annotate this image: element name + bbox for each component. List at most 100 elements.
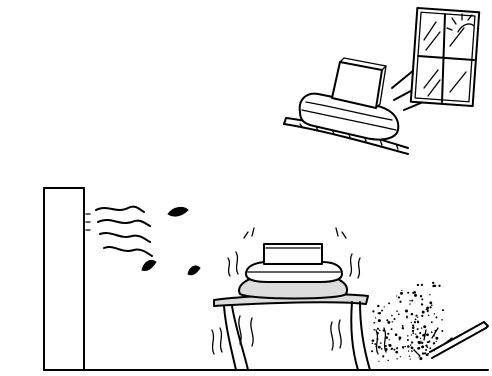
- dust-particle: [432, 285, 434, 287]
- dust-particle: [427, 310, 429, 312]
- window-icon: [411, 8, 479, 106]
- dust-particle: [384, 306, 385, 307]
- dust-particle: [408, 350, 409, 351]
- dust-particle: [426, 307, 429, 310]
- dust-particle: [378, 312, 381, 315]
- dust-particle: [427, 341, 429, 343]
- balance-icon: [239, 244, 347, 299]
- dust-particle: [400, 356, 401, 357]
- leaf-icon: [142, 260, 156, 270]
- dust-particle: [398, 313, 400, 315]
- dust-particle: [375, 346, 376, 347]
- dust-particle: [372, 310, 374, 312]
- dust-particle: [422, 311, 425, 314]
- dust-particle: [398, 296, 400, 298]
- dust-particle: [376, 338, 378, 340]
- dust-particle: [421, 342, 423, 344]
- dust-particle: [421, 284, 423, 286]
- dust-particle: [391, 328, 393, 330]
- dust-particle: [405, 346, 406, 347]
- dust-particle: [412, 330, 414, 332]
- dust-particle: [417, 317, 418, 318]
- dust-particle: [421, 315, 423, 317]
- table: [214, 294, 370, 370]
- dust-particle: [420, 295, 422, 297]
- dust-particle: [417, 284, 419, 286]
- dust-particle: [395, 351, 398, 354]
- dust-particle: [415, 318, 417, 320]
- dust-particle: [379, 330, 381, 332]
- dust-particle: [371, 350, 373, 352]
- leaf-icon: [168, 207, 188, 216]
- dust-particle: [402, 327, 404, 329]
- dust-particle: [407, 339, 409, 341]
- dust-particle: [411, 300, 413, 302]
- dust-particle: [438, 285, 440, 287]
- leaves: [142, 207, 200, 274]
- dust-particle: [420, 338, 421, 339]
- dust-particle: [398, 336, 401, 339]
- dust-particle: [377, 328, 379, 330]
- dust-particle: [422, 352, 424, 354]
- dust-particle: [389, 339, 390, 340]
- dust-particle: [411, 334, 412, 335]
- dust-particle: [393, 349, 395, 351]
- dust-particle: [387, 360, 389, 362]
- dust-particle: [388, 302, 390, 304]
- dust-particle: [386, 319, 388, 321]
- dust-particle: [396, 358, 397, 359]
- dust-particle: [407, 292, 409, 294]
- dust-particle: [387, 321, 390, 324]
- dust-particle: [416, 335, 419, 338]
- dust-particle: [412, 351, 413, 352]
- dust-particle: [387, 333, 389, 335]
- leaf-icon: [188, 266, 200, 275]
- dust-particle: [428, 315, 430, 317]
- dust-particle: [429, 301, 432, 304]
- dust-particle: [376, 332, 379, 335]
- dust-particle: [435, 337, 438, 340]
- dust-particle: [421, 303, 423, 305]
- dust-particle: [382, 355, 384, 357]
- dust-particle: [427, 346, 429, 348]
- dust-particle: [373, 322, 375, 324]
- dust-particle: [407, 335, 408, 336]
- dust-particle: [432, 282, 434, 284]
- dust-particle: [411, 347, 414, 350]
- dust-particle: [412, 332, 414, 334]
- dust-particle: [435, 316, 437, 318]
- dust-particle: [383, 329, 385, 331]
- dust-particle: [441, 330, 443, 332]
- dust-particle: [419, 332, 421, 334]
- dust-particle: [412, 324, 414, 326]
- dust-particle: [378, 346, 381, 349]
- dust-particle: [409, 303, 410, 304]
- dust-particle: [390, 348, 391, 349]
- dust-particle: [396, 295, 397, 296]
- dust-particle: [426, 333, 429, 336]
- dust-particle: [417, 321, 419, 323]
- dust-particle: [414, 291, 417, 294]
- dust-particle: [426, 353, 429, 356]
- dust-particle: [421, 327, 422, 328]
- dust-particle: [385, 336, 388, 339]
- dust-particle: [434, 313, 435, 314]
- dust-particle: [400, 292, 403, 295]
- dust-particle: [421, 345, 424, 348]
- dust-particle: [385, 348, 388, 351]
- dust-particle: [442, 309, 444, 311]
- dust-particle: [399, 301, 401, 303]
- dust-particle: [373, 329, 375, 331]
- dust-particle: [385, 345, 387, 347]
- dust-particle: [405, 310, 408, 313]
- dust-particle: [436, 341, 437, 342]
- dust-particle: [411, 313, 414, 316]
- dust-particle: [394, 318, 396, 320]
- dust-particle: [425, 349, 427, 351]
- dust-particle: [410, 344, 412, 346]
- dust-particle: [429, 294, 430, 295]
- dust-particle: [431, 304, 433, 306]
- dust-particle: [374, 343, 376, 345]
- dust-particle: [429, 347, 431, 349]
